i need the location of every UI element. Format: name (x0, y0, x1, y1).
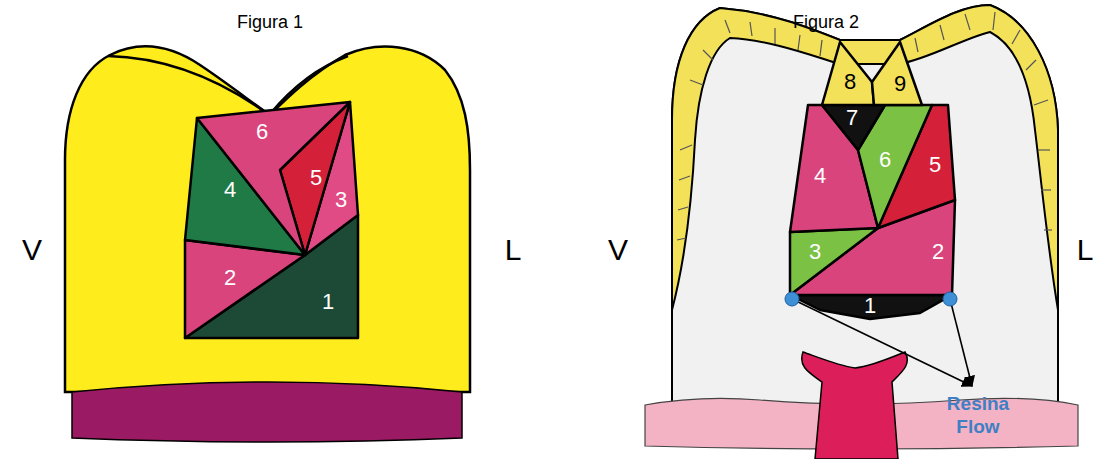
increment-layer-shape: 9 (872, 42, 922, 105)
side-label: V (22, 232, 42, 268)
flow-dot (943, 292, 957, 306)
side-label: V (608, 232, 628, 268)
increment-fill (872, 42, 922, 105)
side-label: L (505, 232, 522, 268)
increment-fill (790, 295, 952, 319)
pulp (802, 352, 908, 459)
increment-layer-shape: 8 (822, 42, 874, 105)
increment-outline (197, 102, 350, 255)
figure-title: Figura 1 (237, 11, 303, 33)
increment-layer-shape: 7 (822, 105, 885, 150)
increment-fill (197, 102, 350, 255)
increment-outline (185, 240, 305, 338)
increment-number: 1 (322, 291, 334, 313)
increment-number: 6 (879, 149, 891, 171)
tooth-crown (65, 46, 470, 392)
increment-number: 4 (814, 165, 826, 187)
increment-number: 3 (809, 241, 821, 263)
increment-number: 9 (894, 73, 906, 95)
increment-layer-shape: 1 (790, 295, 952, 319)
dentin (672, 5, 1058, 420)
increment-number: 2 (224, 267, 236, 289)
increment-fill (822, 105, 885, 150)
figure-title: Figura 2 (793, 11, 859, 33)
enamel-hatch (677, 12, 1052, 240)
increment-fill (790, 228, 878, 295)
side-label: L (1077, 232, 1094, 268)
increment-number: 5 (929, 154, 941, 176)
increment-number: 1 (864, 295, 876, 317)
enamel (672, 5, 1058, 310)
increment-number: 7 (846, 107, 858, 129)
increment-number: 2 (932, 241, 944, 263)
increment-number: 5 (310, 167, 322, 189)
flow-dot (785, 292, 799, 306)
leader-line (792, 299, 972, 386)
increment-fill (822, 42, 874, 105)
increment-number: 8 (844, 71, 856, 93)
increment-number: 3 (335, 189, 347, 211)
increment-layer-shape: 2 (185, 240, 305, 338)
increment-layer-shape: 6 (197, 102, 350, 255)
cusp-line (108, 56, 268, 114)
material-label: Resina Flow (941, 392, 1016, 438)
leader-line (950, 299, 972, 386)
increment-number: 6 (256, 121, 268, 143)
increment-number: 4 (224, 179, 236, 201)
increment-outline (790, 228, 878, 295)
increment-layer-shape: 3 (790, 228, 878, 295)
gingiva (72, 382, 462, 442)
increment-fill (185, 240, 305, 338)
